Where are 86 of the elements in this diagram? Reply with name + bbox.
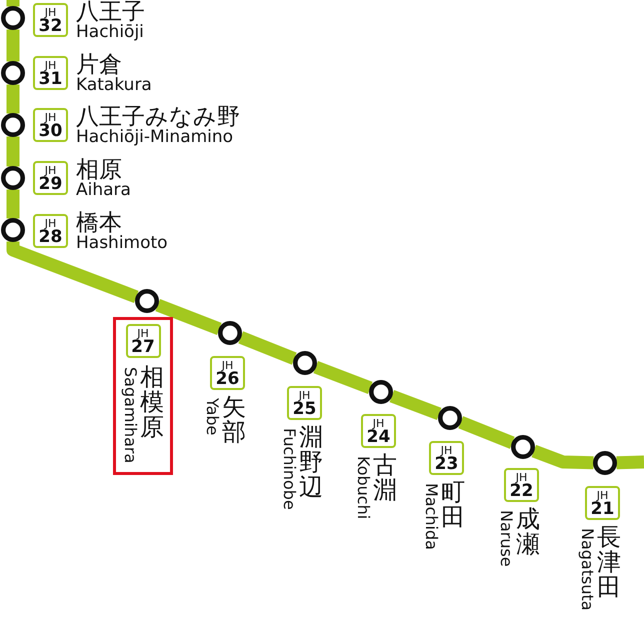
station-name: 淵野辺 <box>299 425 323 500</box>
station-marker <box>511 435 535 459</box>
station-number: 24 <box>366 428 390 444</box>
station-number-badge <box>33 56 68 90</box>
station-number-badge <box>585 486 620 520</box>
station-name-romaji: Hachiōji-Minamino <box>76 129 234 146</box>
line-code: JH <box>44 218 56 228</box>
station-number: 25 <box>292 400 316 416</box>
station-marker <box>218 321 242 345</box>
station-number-badge <box>126 324 160 358</box>
line-code: JH <box>596 490 608 500</box>
station-name: 八王子 <box>76 1 145 24</box>
station-name: 八王子みなみ野 <box>76 106 240 129</box>
line-code: JH <box>440 444 452 456</box>
station-name-romaji: Sagamihara <box>122 367 138 464</box>
line-code: JH <box>222 360 234 370</box>
line-code: JH <box>44 164 56 176</box>
station-name-romaji: Kobuchi <box>355 456 371 520</box>
station-name: 相模原 <box>140 365 164 440</box>
station-number: 28 <box>38 228 62 244</box>
line-code: JH <box>298 390 310 400</box>
station-marker <box>593 451 617 475</box>
station-name: 成瀬 <box>516 507 540 557</box>
line-code: JH <box>372 418 384 428</box>
station-name: 長津田 <box>597 525 621 600</box>
rail-line <box>6 242 139 303</box>
station-marker <box>369 380 393 404</box>
rail-line <box>238 331 297 365</box>
station-name-romaji: Katakura <box>76 77 152 94</box>
station-name-romaji: Naruse <box>498 510 514 567</box>
station-number-badge <box>287 386 322 420</box>
station-name-romaji: Machida <box>423 483 439 550</box>
line-code: JH <box>44 112 56 122</box>
rail-line <box>616 456 644 470</box>
station-number-badge <box>33 161 68 195</box>
line-code: JH <box>44 60 56 70</box>
line-code: JH <box>137 328 149 338</box>
rail-line <box>155 299 222 335</box>
rail-line <box>6 30 20 62</box>
line-code: JH <box>516 472 528 482</box>
station-name-romaji: Hachiōji <box>76 24 144 41</box>
station-number-badge <box>210 356 245 390</box>
station-name: 片倉 <box>76 54 122 77</box>
rail-line <box>458 416 515 449</box>
station-number-badge <box>429 441 464 475</box>
station-marker <box>1 6 25 30</box>
rail-line <box>390 390 442 420</box>
line-code: JH <box>44 6 56 18</box>
station-name-romaji: Fuchinobe <box>281 428 297 510</box>
station-number: 21 <box>590 500 614 516</box>
rail-line <box>6 84 20 114</box>
station-marker <box>1 218 25 242</box>
station-name-romaji: Aihara <box>76 182 131 199</box>
station-number-badge <box>33 214 68 248</box>
station-name: 矢部 <box>222 395 246 445</box>
station-number: 32 <box>38 18 62 34</box>
station-number: 23 <box>434 456 458 472</box>
station-marker <box>438 406 462 430</box>
station-name-romaji: Yabe <box>204 398 220 436</box>
station-number: 29 <box>38 176 62 192</box>
station-number: 22 <box>510 482 534 498</box>
station-marker <box>1 166 25 190</box>
station-number: 27 <box>131 338 155 354</box>
rail-line <box>532 444 594 470</box>
station-number-badge <box>504 468 539 502</box>
station-marker <box>1 113 25 137</box>
station-name: 古淵 <box>373 453 397 503</box>
station-marker <box>293 351 317 375</box>
station-name-romaji: Hashimoto <box>76 235 168 252</box>
station-name: 相原 <box>76 159 122 182</box>
rail-line <box>6 0 20 6</box>
station-number-badge <box>33 3 68 37</box>
station-name: 町田 <box>441 480 465 530</box>
station-number: 31 <box>38 70 62 86</box>
station-name: 橋本 <box>76 212 122 235</box>
station-number: 26 <box>216 370 240 386</box>
station-marker <box>1 61 25 85</box>
station-marker <box>135 289 159 313</box>
station-name-romaji: Nagatsuta <box>579 528 595 611</box>
rail-line <box>6 190 20 218</box>
highlight-frame <box>113 317 173 476</box>
rail-line <box>313 361 373 394</box>
station-number: 30 <box>38 122 62 138</box>
rail-line <box>6 136 20 166</box>
station-number-badge <box>33 108 68 142</box>
station-number-badge <box>361 414 396 448</box>
